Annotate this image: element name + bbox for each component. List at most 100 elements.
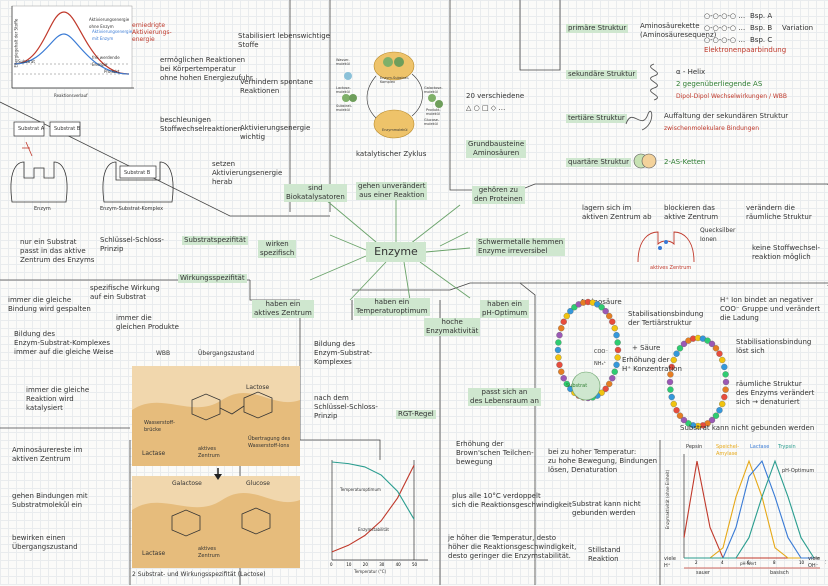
biocatalysts-branch: sind Biokatalysatoren [284,184,347,202]
amino-acid-bead [556,361,563,368]
amino-acid-bead [719,356,726,364]
amino-acid-bead [708,416,716,424]
ph-tick: 8 [773,560,776,565]
unchanged-branch: gehen unverändert aus einer Reaktion [356,182,428,200]
lowered-activation-annotation: erniedrigte Aktivierungs- energie [132,22,172,43]
helix-label: α - Helix [676,68,706,76]
active-center-label-2: aktives Zentrum [198,546,220,559]
amino-acid-bead [670,356,677,364]
amino-acid-bead [668,363,675,371]
complex-note: Bildung des Enzym-Substrat-Komplexes imm… [14,330,114,356]
bsp-a: Bsp. A [750,12,773,20]
amino-icons: △ ○ □ ◇ … [466,104,506,112]
amino-acid-bead [716,350,723,357]
label-substrate: Substrat [18,59,35,64]
helix-icon [650,63,658,101]
amino-acid-bead [716,407,723,414]
center-topic: Enzyme [366,242,426,262]
temperature-series-1 [331,461,415,520]
legend-speichel: Speichel- Amylase [716,444,740,457]
variation-label: Variation [782,24,814,32]
amino-chain-c: ○-○-○-○ … [704,36,746,44]
temperature-optimum-branch: haben ein Temperaturoptimum [354,298,430,316]
too-high-note: bei zu hoher Temperatur: zu hohe Bewegun… [548,448,658,474]
curve-with-enzyme [13,33,130,75]
amino-acid-bead [676,345,684,352]
galactose-label: Galactose [172,480,202,487]
amino-acid-bead [606,380,613,388]
wbb-label: WBB [156,350,171,357]
amino-acid-bead [722,386,729,393]
secondary-structure-label: sekundäre Struktur [566,70,638,79]
lactase-label: Lactase [142,450,166,457]
temperature-tick: 0 [330,562,333,567]
glucose-label: Glucose [246,480,270,487]
adapt-branch: passt sich an des Lebensraum an [468,388,541,406]
work-specific-branch: wirken spezifisch [258,240,297,258]
ph-tick: 10 [799,560,805,565]
amino-acid-bead [613,361,620,368]
cycle-enzyme-label: Enzymmolekül [382,128,408,132]
cycle-galactose-label: Galactose- molekül [424,86,443,94]
cycle-svg [342,51,443,139]
twenty-label: 20 verschiedene [466,92,525,100]
amino-acid-bead [555,354,562,361]
reactions-note: ermöglichen Reaktionen bei Körpertempera… [160,56,253,82]
ph-axis-label: pH-Wert [740,561,757,566]
ph-no-bind-note: Substrat kann nicht gebunden werden [680,424,815,432]
ph-tick: 2 [695,560,698,565]
prevent-note: Verhindern spontane Reaktionen [240,78,313,95]
temperature-tick: 50 [412,562,418,567]
inhibited-enzyme-icon [637,231,695,263]
effect-specificity-label: Wirkungsspezifität [178,274,247,283]
cycle-title: katalytischer Zyklus [356,150,427,158]
amino-acid-bead [680,416,688,424]
fits-note: nur ein Substrat passt in das aktive Zen… [20,238,95,264]
transition-note: bewirken einen Übergangszustand [12,534,78,551]
label-with-enzyme: Aktivierungsenergie mit Enzym [92,29,133,41]
amino-acid-bead [563,380,570,388]
amino-acid-bead [609,318,616,325]
rgt-rule-label: RGT-Regel [396,410,436,419]
temperature-series-0 [331,465,415,553]
tertiary-structure-label: tertiäre Struktur [566,114,627,123]
ph-ylabel: Enzymaktivität (ohne Einheit) [665,469,671,530]
amino-acid-bead [667,386,674,393]
temperature-tick: 20 [363,562,369,567]
metal-block-note: blockieren das aktive Zentrum [664,204,719,221]
amino-acid-bead [680,340,688,348]
substrat-b-in-complex: Substrat B [124,170,151,176]
amino-acid-bead [611,368,618,375]
basic-blocks-label: Grundbausteine Aminosäuren [466,140,527,158]
amino-acid-bead [704,337,711,344]
amino-chain-a: ○-○-○-○ … [704,12,746,20]
energy-curve-svg [11,5,134,89]
heavy-metals-branch: Schwermetalle hemmen Enzyme irreversibel [476,238,566,256]
primary-desc: Aminosäurekette (Aminosäuresequenz) [640,22,717,39]
amino-acid-bead [719,400,726,408]
cycle-water-label: Wasser- molekül [336,58,350,66]
energy-xlabel: Reaktionsverlauf [54,93,88,98]
quaternary-icon [633,153,657,169]
catalytic-cycle-figure: Wasser- molekül Enzym-Substrat- Komplex … [336,46,448,142]
amino-acid-bead [685,420,692,427]
amino-acid-bead [555,339,562,346]
coo-label: COO⁻ [594,349,609,355]
amino-acid-bead [614,354,621,361]
increase-h-label: Erhöhung der H⁺ Konzentration [622,356,682,373]
forming-complex-note: Bildung des Enzym-Substrat- Komplexes [314,340,373,366]
hbridge-label: Wasserstoff- brücke [144,420,175,433]
stabilize-note: Stabilisiert lebenswichtige Stoffe [238,32,330,49]
temp-xlabel: Temperatur (°C) [354,569,387,574]
amino-acid-bead [670,400,677,408]
amino-acid-bead [594,301,601,308]
amino-acid-bead [666,378,674,386]
amino-acid-bead [558,325,565,332]
antiparallel-label: 2 gegenüberliegende AS [676,80,763,88]
temperature-tick: 30 [379,562,385,567]
chains-label: 2-AS-Ketten [664,158,706,166]
dipole-bonds-label: Dipol-Dipol Wechselwirkungen / WBB [676,93,788,100]
amino-acid-bead [554,346,562,354]
